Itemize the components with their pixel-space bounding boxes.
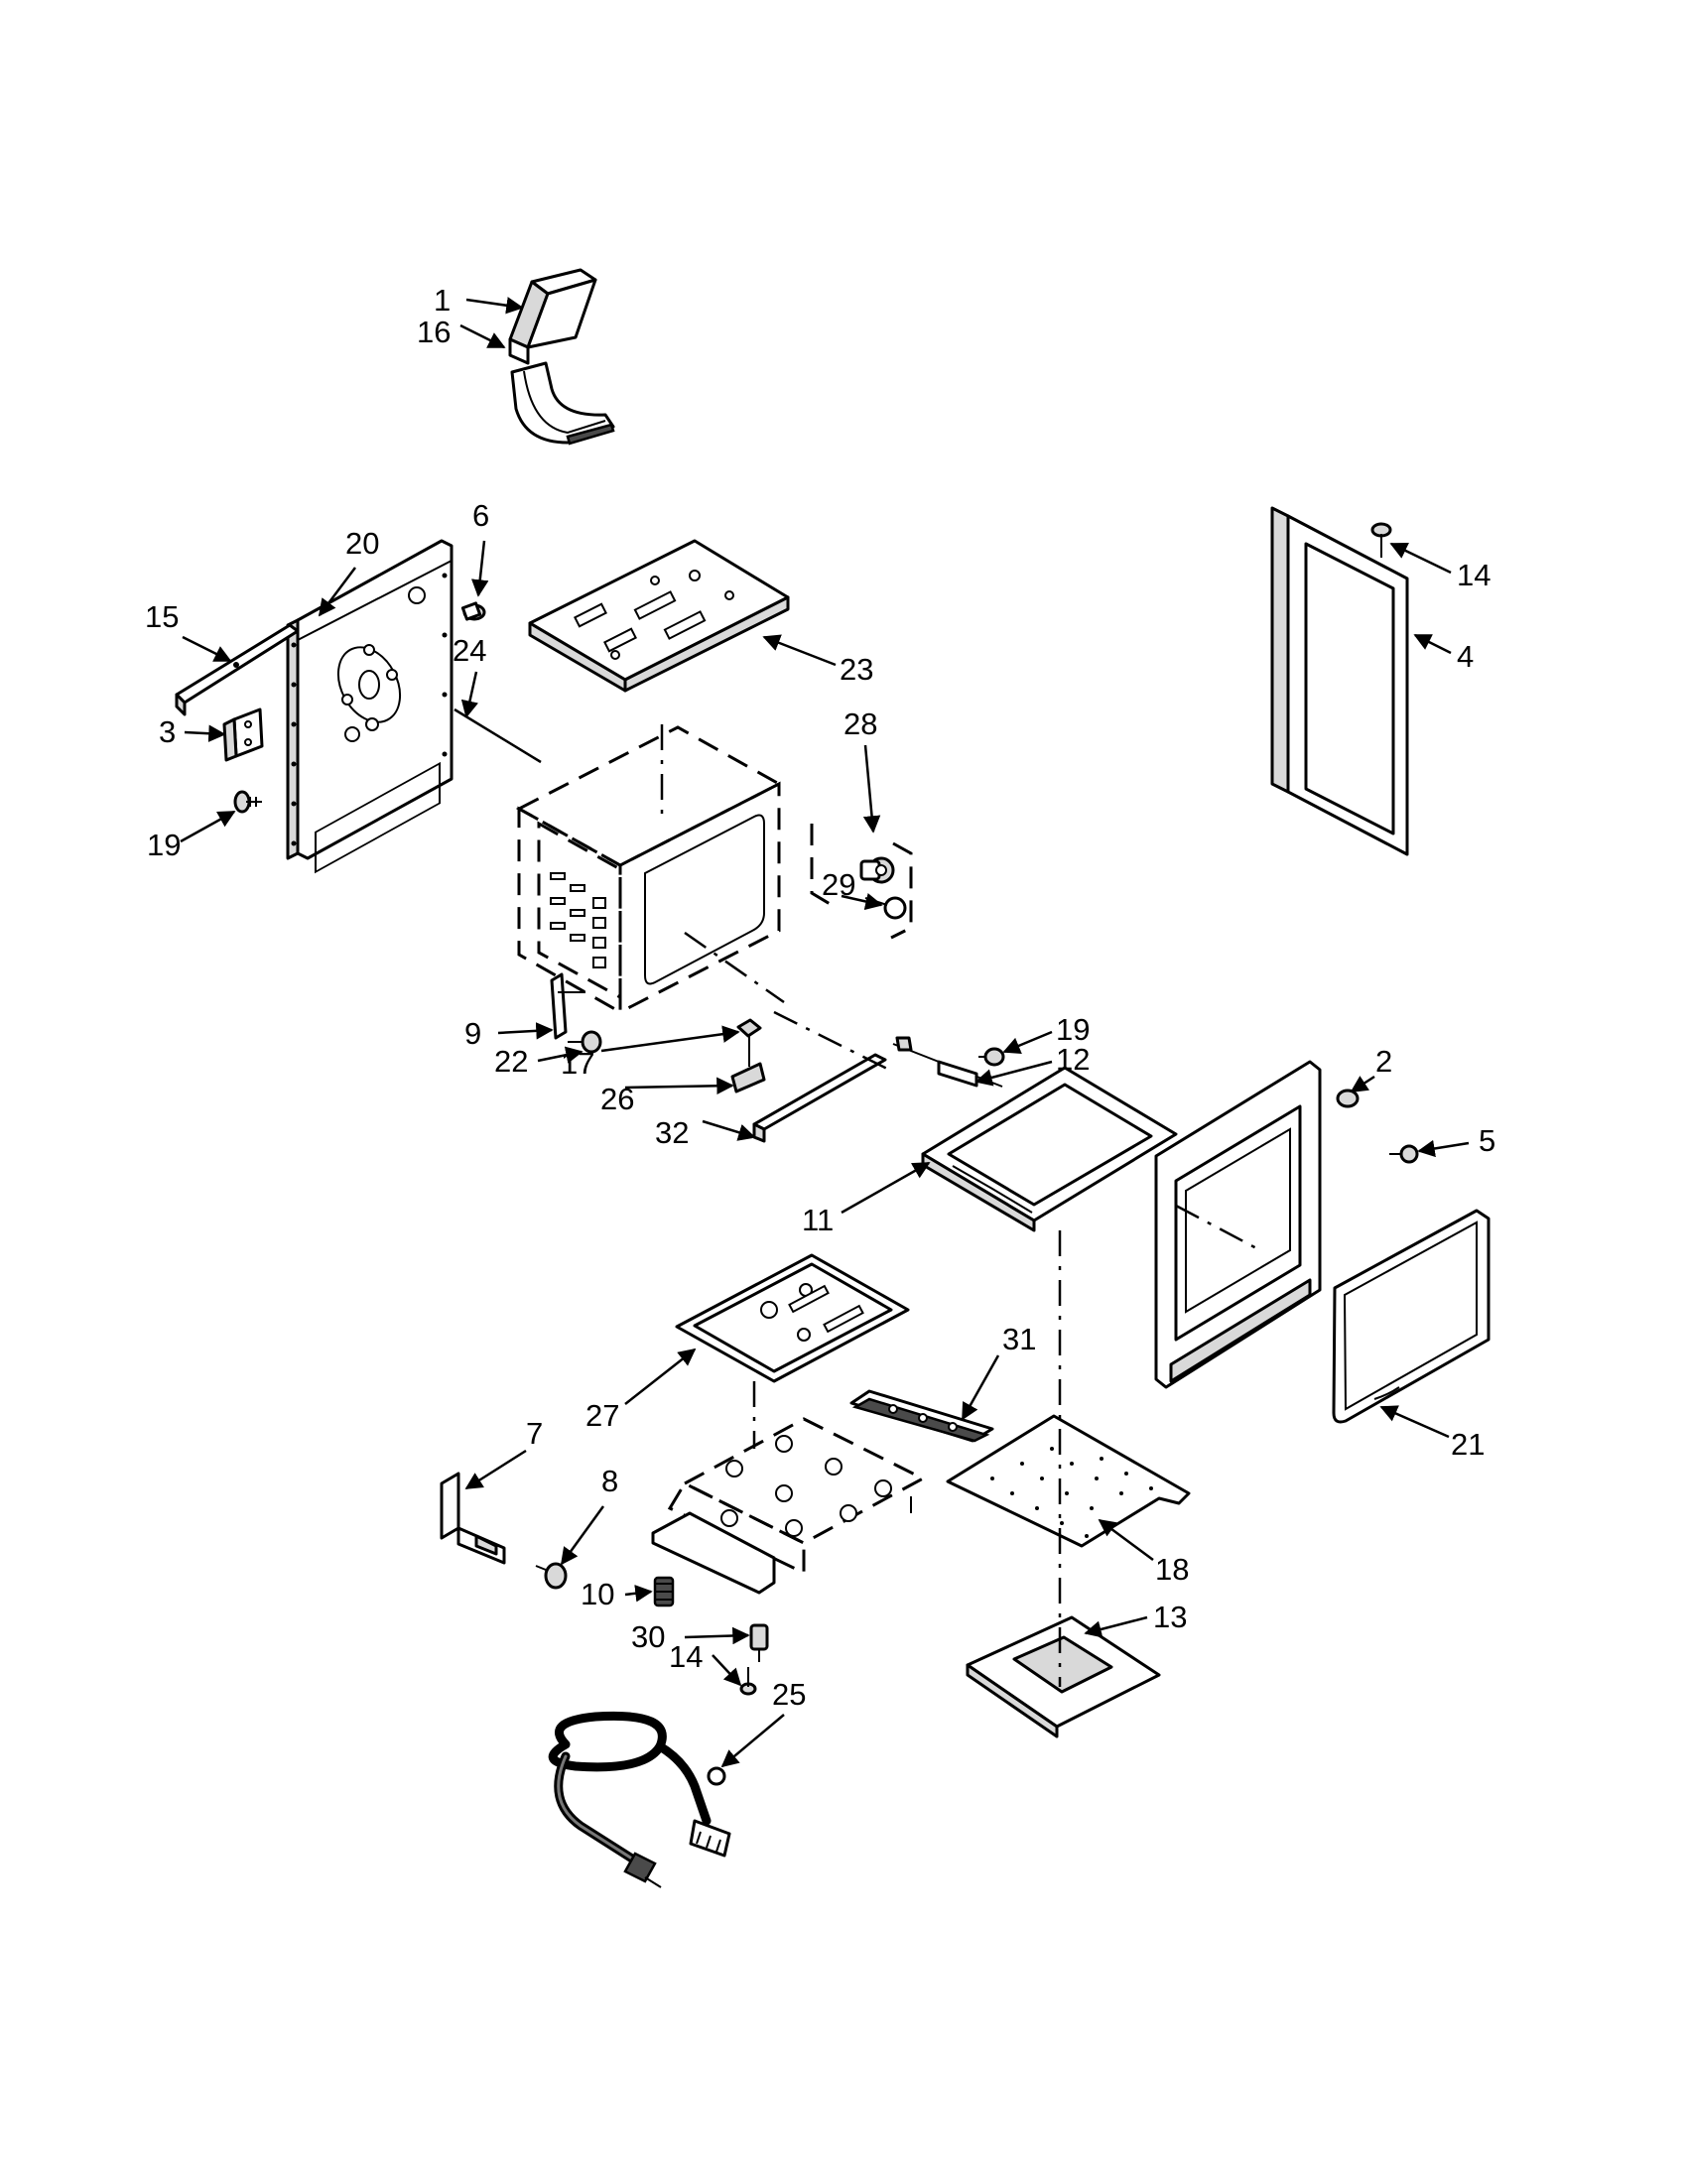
callout-9: 9	[464, 1016, 481, 1051]
part-17-bolt	[736, 1018, 762, 1067]
callout-labels: 1 16 6 20 15 24 3 19 14 4 23 28 29 9 22 …	[145, 283, 1495, 1712]
callout-19-middle: 19	[1056, 1012, 1090, 1047]
part-16-vent-baffle	[510, 361, 615, 446]
callout-16: 16	[417, 315, 451, 349]
callout-30: 30	[631, 1619, 665, 1654]
part-28-igniter-assembly	[810, 824, 913, 940]
callout-10: 10	[581, 1577, 614, 1611]
part-19-screw-left	[233, 790, 262, 814]
callout-14-top: 14	[1457, 558, 1491, 592]
part-10-spring	[653, 1576, 675, 1607]
part-5-screw	[1389, 1144, 1419, 1164]
rear-panel-screw-holes	[291, 573, 448, 846]
part-6-fitting	[460, 601, 486, 621]
part-11-door-window	[921, 1066, 1178, 1232]
assembly-lines	[454, 707, 1261, 1687]
part-32-trim-strip	[752, 1053, 887, 1143]
part-30-valve-holder	[749, 1623, 769, 1662]
part-13-drip-tray	[966, 1615, 1161, 1738]
callout-31: 31	[1002, 1322, 1036, 1356]
part-14-screw-bottom	[739, 1667, 757, 1696]
part-3-bracket	[222, 707, 264, 762]
callout-25: 25	[772, 1677, 806, 1712]
part-25-power-cord	[548, 1711, 731, 1888]
part-7-side-bracket	[440, 1472, 506, 1565]
callout-21: 21	[1451, 1427, 1485, 1462]
callout-13: 13	[1153, 1600, 1187, 1634]
part-9-switch-bracket	[550, 972, 585, 1040]
part-1-vent-duct	[508, 268, 597, 365]
callout-12: 12	[1056, 1042, 1090, 1077]
callout-2: 2	[1375, 1044, 1392, 1079]
leader-arrows	[180, 297, 1470, 1768]
callout-8: 8	[601, 1464, 618, 1498]
part-18-heat-shield	[946, 1414, 1191, 1548]
part-20-rear-panel	[286, 539, 454, 874]
part-31-burner	[849, 1389, 994, 1443]
part-21-door-gasket	[1332, 1209, 1491, 1424]
callout-3: 3	[159, 714, 176, 749]
callout-22: 22	[494, 1044, 528, 1079]
callout-5: 5	[1479, 1123, 1495, 1158]
part-15-rear-brace	[175, 623, 300, 716]
part-27-bottom-panel	[675, 1253, 910, 1383]
burner-base-frame	[651, 1417, 927, 1595]
part-29-knob	[864, 896, 907, 920]
part-22-screw	[568, 1030, 602, 1054]
part-24-oven-cavity	[515, 725, 783, 1015]
part-2-hinge-pin	[1336, 1089, 1360, 1108]
part-4-door-frame	[1270, 506, 1409, 856]
callout-7: 7	[526, 1416, 543, 1451]
callout-26: 26	[600, 1082, 634, 1116]
callout-23: 23	[840, 652, 873, 687]
callout-24: 24	[453, 633, 486, 668]
part-19-screw-middle	[978, 1047, 1005, 1067]
part-26-clip	[730, 1062, 766, 1093]
part-14-screw-top	[1370, 522, 1392, 558]
heat-shield-perforations	[990, 1447, 1153, 1538]
callout-19-left: 19	[147, 828, 181, 862]
callout-20: 20	[345, 526, 379, 561]
callout-17: 17	[561, 1046, 594, 1081]
callout-29: 29	[822, 867, 855, 902]
part-8-bolt	[535, 1562, 568, 1590]
inner-door-frame	[1154, 1060, 1322, 1389]
callout-28: 28	[844, 707, 877, 741]
callout-11: 11	[802, 1203, 834, 1237]
callout-15: 15	[145, 599, 179, 634]
callout-27: 27	[585, 1398, 619, 1433]
callout-1: 1	[434, 283, 451, 318]
callout-18: 18	[1155, 1552, 1189, 1587]
callout-32: 32	[655, 1115, 689, 1150]
callout-6: 6	[472, 498, 489, 533]
cavity-vent-slots	[550, 872, 606, 968]
callout-14-bottom: 14	[669, 1639, 703, 1674]
callout-4: 4	[1457, 639, 1474, 674]
part-23-top-panel	[528, 539, 790, 693]
